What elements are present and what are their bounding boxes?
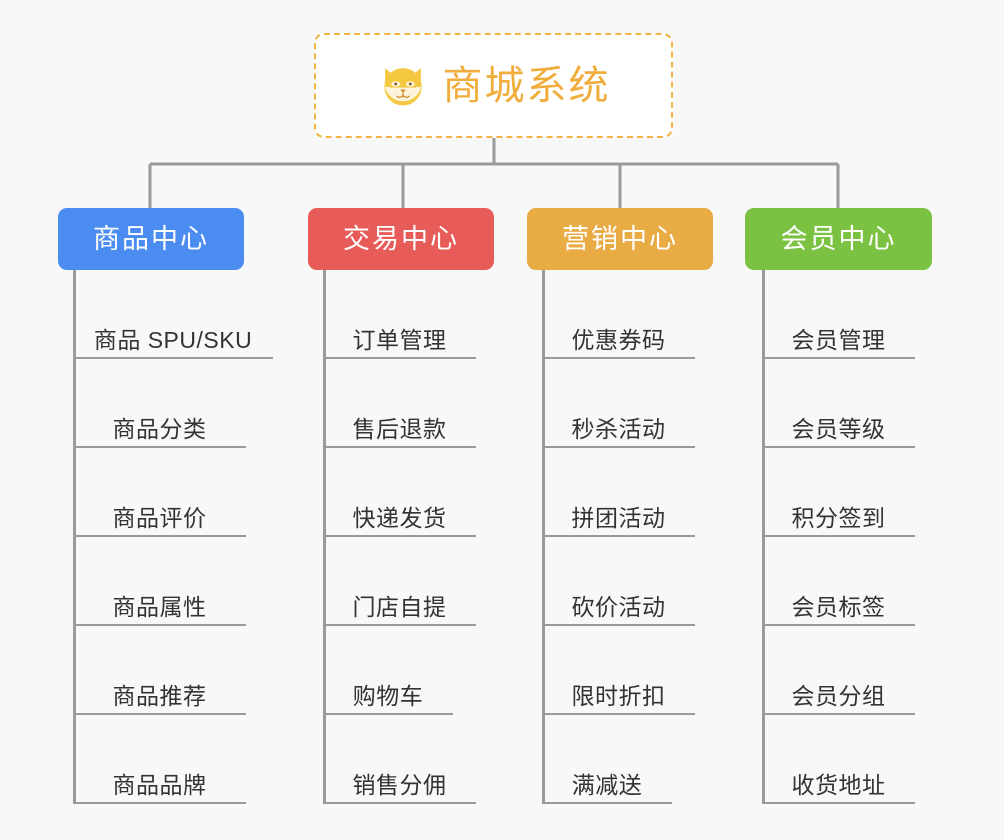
category-box-3[interactable]: 营销中心 [527, 208, 713, 270]
leaf-item[interactable]: 积分签到 [762, 448, 915, 537]
leaf-label: 商品推荐 [112, 682, 207, 709]
leaf-item[interactable]: 订单管理 [323, 270, 476, 359]
leaf-label: 购物车 [352, 682, 424, 709]
leaf-spine-1 [73, 270, 76, 804]
leaf-label: 满减送 [571, 771, 643, 798]
leaf-item[interactable]: 商品分类 [73, 359, 246, 448]
leaf-item[interactable]: 商品评价 [73, 448, 246, 537]
leaf-label: 秒杀活动 [571, 415, 666, 442]
leaf-spine-4 [762, 270, 765, 804]
leaf-item[interactable]: 满减送 [542, 715, 672, 804]
leaf-item[interactable]: 会员等级 [762, 359, 915, 448]
leaf-item[interactable]: 优惠券码 [542, 270, 695, 359]
category-label-2: 交易中心 [343, 223, 459, 254]
leaf-label: 快递发货 [352, 504, 447, 531]
leaf-item[interactable]: 商品推荐 [73, 626, 246, 715]
leaf-item[interactable]: 拼团活动 [542, 448, 695, 537]
leaf-item[interactable]: 会员标签 [762, 537, 915, 626]
root-node[interactable]: 商城系统 [314, 33, 673, 138]
leaf-item[interactable]: 秒杀活动 [542, 359, 695, 448]
leaf-item[interactable]: 收货地址 [762, 715, 915, 804]
leaf-label: 订单管理 [352, 326, 447, 353]
category-box-1[interactable]: 商品中心 [58, 208, 244, 270]
leaf-item[interactable]: 快递发货 [323, 448, 476, 537]
leaf-label: 积分签到 [791, 504, 886, 531]
leaf-item[interactable]: 商品 SPU/SKU [73, 270, 273, 359]
leaf-label: 会员标签 [791, 593, 886, 620]
leaf-label: 商品评价 [112, 504, 207, 531]
leaf-label: 限时折扣 [571, 682, 666, 709]
leaf-label: 会员分组 [791, 682, 886, 709]
leaf-label: 砍价活动 [571, 593, 666, 620]
leaf-label: 会员管理 [791, 326, 886, 353]
category-label-1: 商品中心 [93, 223, 209, 254]
leaf-label: 售后退款 [352, 415, 447, 442]
leaf-label: 会员等级 [791, 415, 886, 442]
leaf-label: 门店自提 [352, 593, 447, 620]
leaf-item[interactable]: 销售分佣 [323, 715, 476, 804]
leaf-label: 销售分佣 [352, 771, 447, 798]
dog-face-icon [383, 67, 422, 105]
leaf-item[interactable]: 商品品牌 [73, 715, 246, 804]
leaf-item[interactable]: 会员管理 [762, 270, 915, 359]
leaf-label: 商品属性 [112, 593, 207, 620]
leaf-spine-2 [323, 270, 326, 804]
leaf-spine-3 [542, 270, 545, 804]
leaf-label: 商品品牌 [112, 771, 207, 798]
leaf-item[interactable]: 商品属性 [73, 537, 246, 626]
category-box-2[interactable]: 交易中心 [308, 208, 494, 270]
category-label-4: 会员中心 [780, 223, 897, 254]
leaf-label: 商品分类 [112, 415, 207, 442]
leaf-label: 拼团活动 [571, 504, 666, 531]
category-box-4[interactable]: 会员中心 [745, 208, 932, 270]
leaf-label: 商品 SPU/SKU [93, 326, 253, 353]
leaf-label: 优惠券码 [571, 326, 666, 353]
leaf-item[interactable]: 售后退款 [323, 359, 476, 448]
leaf-item[interactable]: 门店自提 [323, 537, 476, 626]
leaf-item[interactable]: 砍价活动 [542, 537, 695, 626]
root-title: 商城系统 [442, 63, 611, 108]
leaf-label: 收货地址 [791, 771, 886, 798]
category-label-3: 营销中心 [562, 223, 678, 254]
leaf-item[interactable]: 限时折扣 [542, 626, 695, 715]
leaf-item[interactable]: 会员分组 [762, 626, 915, 715]
leaf-item[interactable]: 购物车 [323, 626, 453, 715]
